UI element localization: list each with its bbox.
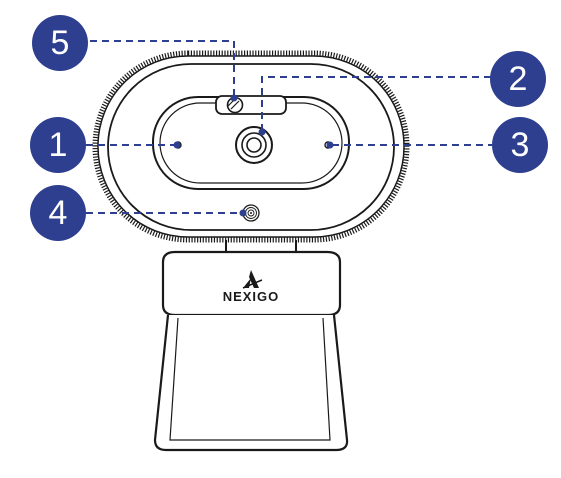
callout-4: 4	[30, 185, 86, 241]
mount-clip-leg	[153, 314, 349, 452]
callout-2: 2	[490, 51, 546, 107]
leader-dot-3	[326, 141, 334, 149]
callout-3: 3	[492, 117, 548, 173]
head-outer-rim	[97, 55, 405, 238]
callout-number: 4	[49, 194, 68, 232]
leader-5	[90, 40, 235, 96]
callout-number: 3	[511, 126, 530, 164]
leader-dot-5	[230, 94, 238, 102]
callout-number: 5	[51, 24, 70, 62]
brand-logo-icon	[242, 270, 263, 289]
callout-badge	[30, 117, 86, 173]
leader-lines	[86, 40, 492, 217]
leader-2	[261, 76, 491, 131]
callout-number: 1	[49, 126, 68, 164]
callout-badge	[30, 185, 86, 241]
camera-head	[92, 50, 410, 243]
callout-badge	[490, 51, 546, 107]
brand-name: NEXIGO	[223, 289, 280, 304]
mount-clip-inner	[169, 317, 331, 441]
leader-dot-1	[173, 141, 181, 149]
callout-5: 5	[32, 15, 88, 71]
callout-1: 1	[30, 117, 86, 173]
privacy-cover-slot	[215, 95, 287, 115]
callout-badge	[32, 15, 88, 71]
callout-badge	[492, 117, 548, 173]
mount-front-plate	[161, 250, 342, 317]
callout-number: 2	[509, 60, 528, 98]
mount: NEXIGO	[153, 231, 349, 452]
leader-dot-4	[239, 209, 247, 217]
camera-lens	[235, 126, 273, 164]
leader-dot-2	[258, 128, 266, 136]
